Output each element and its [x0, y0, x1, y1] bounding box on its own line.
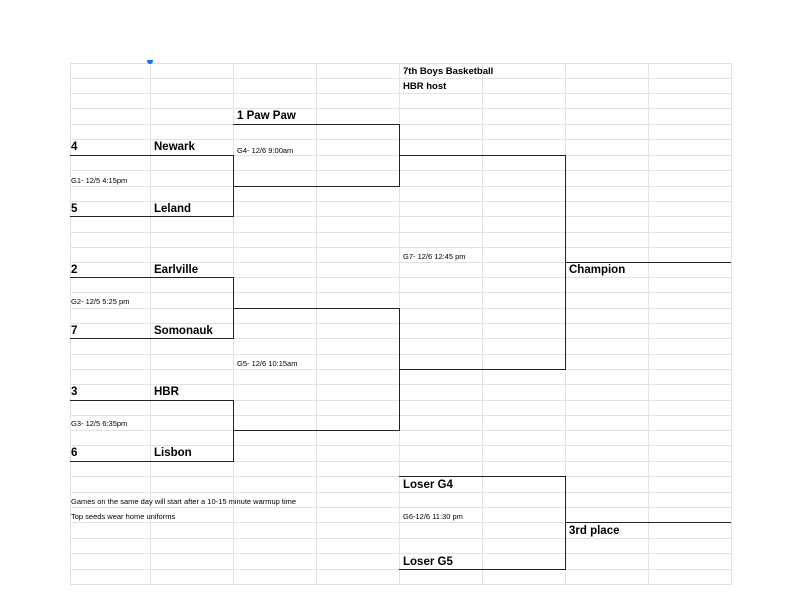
- g4-info: G4- 12/6 9:00am: [237, 146, 294, 155]
- row-gridline: [70, 445, 731, 446]
- g5-info: G5- 12/6 10:15am: [237, 359, 298, 368]
- g6-info: G6-12/6 11:30 pm: [403, 512, 463, 521]
- note-warmup: Games on the same day will start after a…: [71, 497, 297, 506]
- seed2-team: Earlville: [154, 264, 199, 276]
- seed5-team: Leland: [154, 203, 192, 215]
- bracket-connector-g6: [565, 476, 566, 570]
- row-gridline: [70, 430, 731, 431]
- champion-label: Champion: [569, 264, 626, 276]
- row-gridline: [70, 522, 731, 523]
- seed2-number: 2: [71, 264, 78, 276]
- row-gridline: [70, 201, 731, 202]
- column-gridline: [482, 63, 483, 585]
- row-gridline: [70, 292, 731, 293]
- row-gridline: [70, 308, 731, 309]
- row-gridline: [70, 507, 731, 508]
- host-label: HBR host: [403, 81, 447, 92]
- row-gridline: [70, 538, 731, 539]
- g1-info: G1- 12/5 4:15pm: [71, 176, 128, 185]
- seed4-number: 4: [71, 141, 78, 153]
- column-gridline: [731, 63, 732, 585]
- bracket-line-seed4: [70, 155, 233, 156]
- bracket-connector-g3: [233, 400, 234, 462]
- bracket-line-champion: [565, 262, 731, 263]
- row-gridline: [70, 354, 731, 355]
- row-gridline: [70, 262, 731, 263]
- column-gridline: [150, 63, 151, 585]
- bracket-title: 7th Boys Basketball: [403, 66, 494, 77]
- row-gridline: [70, 553, 731, 554]
- bracket-line-loser-g4: [399, 476, 565, 477]
- seed6-number: 6: [71, 447, 78, 459]
- bracket-line-third-place: [565, 522, 731, 523]
- bracket-line-g3-winner: [233, 430, 399, 431]
- seed7-number: 7: [71, 325, 78, 337]
- row-gridline: [70, 461, 731, 462]
- seed3-number: 3: [71, 386, 78, 398]
- seed5-number: 5: [71, 203, 78, 215]
- row-gridline: [70, 232, 731, 233]
- row-gridline: [70, 170, 731, 171]
- seed3-team: HBR: [154, 386, 179, 398]
- selection-handle[interactable]: [147, 60, 153, 64]
- loser-g5-label: Loser G5: [403, 556, 453, 568]
- bracket-line-seed5: [70, 216, 233, 217]
- row-gridline: [70, 216, 731, 217]
- g3-info: G3- 12/5 6:35pm: [71, 419, 128, 428]
- bracket-line-seed1: [233, 124, 399, 125]
- bracket-line-seed2: [70, 277, 233, 278]
- row-gridline: [70, 93, 731, 94]
- seed1-team: 1 Paw Paw: [237, 110, 296, 122]
- row-gridline: [70, 415, 731, 416]
- row-gridline: [70, 124, 731, 125]
- note-uniforms: Top seeds wear home uniforms: [71, 512, 176, 521]
- loser-g4-label: Loser G4: [403, 479, 453, 491]
- bracket-line-g5-winner: [399, 369, 565, 370]
- row-gridline: [70, 400, 731, 401]
- row-gridline: [70, 186, 731, 187]
- seed6-team: Lisbon: [154, 447, 192, 459]
- row-gridline: [70, 247, 731, 248]
- row-gridline: [70, 78, 731, 79]
- row-gridline: [70, 323, 731, 324]
- g2-info: G2- 12/5 5:25 pm: [71, 297, 130, 306]
- row-gridline: [70, 63, 731, 64]
- bracket-line-g2-winner: [233, 308, 399, 309]
- row-gridline: [70, 384, 731, 385]
- row-gridline: [70, 108, 731, 109]
- seed4-team: Newark: [154, 141, 195, 153]
- row-gridline: [70, 584, 731, 585]
- row-gridline: [70, 338, 731, 339]
- bracket-line-seed7: [70, 338, 233, 339]
- row-gridline: [70, 277, 731, 278]
- third-place-label: 3rd place: [569, 525, 620, 537]
- bracket-line-g1-winner: [233, 186, 399, 187]
- bracket-line-seed3: [70, 400, 233, 401]
- bracket-line-g4-winner: [399, 155, 565, 156]
- seed7-team: Somonauk: [154, 325, 213, 337]
- column-gridline: [648, 63, 649, 585]
- bracket-line-seed6: [70, 461, 233, 462]
- row-gridline: [70, 492, 731, 493]
- g7-info: G7- 12/6 12:45 pm: [403, 252, 466, 261]
- row-gridline: [70, 139, 731, 140]
- column-gridline: [70, 63, 71, 585]
- column-gridline: [316, 63, 317, 585]
- bracket-line-loser-g5: [399, 569, 565, 570]
